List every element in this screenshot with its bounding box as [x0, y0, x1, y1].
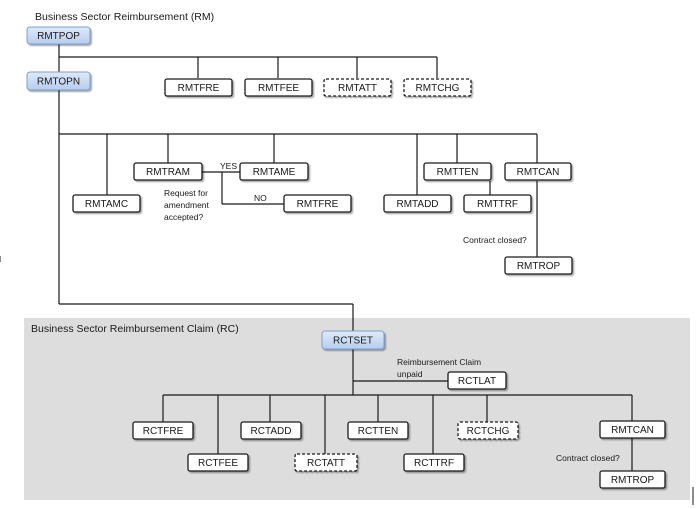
node-label: RCTFRE	[143, 426, 184, 437]
node-box	[187, 453, 249, 472]
contract-closed-label-bot: Contract closed?	[556, 453, 620, 463]
node-rmtfre-mid: RMTFRE	[283, 194, 352, 213]
node-box	[504, 162, 572, 181]
node-rctchg: RCTCHG	[457, 421, 519, 440]
node-rmtchg: RMTCHG	[403, 78, 472, 97]
node-label: RMTADD	[396, 199, 438, 210]
node-label: RCTATT	[307, 458, 345, 469]
request-label-line2: amendment	[164, 200, 210, 210]
node-rmtcan-bot: RMTCAN	[599, 420, 666, 439]
node-label: RCTTEN	[358, 426, 399, 437]
node-rmttrf: RMTTRF	[463, 194, 532, 213]
node-rmtpop: RMTPOP	[26, 26, 91, 45]
node-label: RCTSET	[333, 336, 373, 347]
node-rctten: RCTTEN	[347, 421, 409, 440]
yes-label: YES	[220, 161, 237, 171]
node-box	[294, 453, 358, 472]
node-label: RMTROP	[611, 475, 655, 486]
rc-section-title: Business Sector Reimbursement Claim (RC)	[31, 323, 239, 335]
node-rctlat: RCTLAT	[447, 371, 507, 390]
node-box	[504, 256, 573, 275]
node-box	[447, 371, 507, 390]
node-label: RMTFEE	[258, 83, 299, 94]
node-rmtten: RMTTEN	[423, 162, 492, 181]
node-box	[26, 26, 91, 45]
node-box	[321, 330, 385, 350]
node-rmtfre-top: RMTFRE	[164, 78, 233, 97]
node-box	[383, 194, 452, 213]
node-label: RCTFEE	[198, 458, 238, 469]
node-box	[132, 421, 194, 440]
node-label: RCTADD	[251, 426, 292, 437]
connector-lines	[58, 44, 633, 471]
claim-unpaid-label-line1: Reimbursement Claim	[397, 357, 481, 367]
node-box	[599, 470, 666, 489]
node-rmtrop-bot: RMTROP	[599, 470, 666, 489]
node-box	[403, 78, 472, 97]
node-label: RMTATT	[338, 83, 377, 94]
no-label: NO	[254, 193, 267, 203]
node-label: RCTCHG	[467, 426, 510, 437]
node-box	[240, 421, 302, 440]
node-rmtadd: RMTADD	[383, 194, 452, 213]
node-rmtram: RMTRAM	[133, 162, 203, 181]
node-rmtcan-top: RMTCAN	[504, 162, 572, 181]
node-label: RMTROP	[517, 261, 561, 272]
node-label: RMTTEN	[437, 167, 479, 178]
rm-section-title: Business Sector Reimbursement (RM)	[35, 11, 214, 23]
node-box	[283, 194, 352, 213]
node-label: RMTPOP	[37, 31, 80, 42]
node-box	[239, 162, 309, 181]
node-rctatt: RCTATT	[294, 453, 358, 472]
node-box	[26, 71, 91, 91]
claim-unpaid-label-line2: unpaid	[397, 369, 423, 379]
node-layer: RMTPOP RMTOPN RMTFRE RMTFEE RMTATT RMTCHG RMTA…	[26, 26, 666, 489]
node-rmtame: RMTAME	[239, 162, 309, 181]
node-box	[403, 453, 465, 472]
node-label: RCTTRF	[414, 458, 454, 469]
node-box	[323, 78, 392, 97]
node-label: RMTTRF	[477, 199, 518, 210]
node-label: RCTLAT	[458, 376, 496, 387]
node-rmtamc: RMTAMC	[72, 194, 141, 213]
node-box	[457, 421, 519, 440]
node-box	[133, 162, 203, 181]
node-box	[164, 78, 233, 97]
node-rctadd: RCTADD	[240, 421, 302, 440]
node-label: RMTCAN	[611, 425, 654, 436]
node-label: RMTOPN	[37, 77, 80, 88]
request-label-line3: accepted?	[164, 212, 203, 222]
node-label: RMTCHG	[416, 83, 460, 94]
node-box	[347, 421, 409, 440]
node-rctfre: RCTFRE	[132, 421, 194, 440]
node-rmtatt: RMTATT	[323, 78, 392, 97]
node-rmtrop-top: RMTROP	[504, 256, 573, 275]
request-label-line1: Request for	[164, 188, 208, 198]
node-label: RMTFRE	[297, 199, 339, 210]
node-box	[244, 78, 313, 97]
node-label: RMTCAN	[517, 167, 560, 178]
node-rmtopn: RMTOPN	[26, 71, 91, 91]
node-label: RMTAMC	[85, 199, 128, 210]
node-rcttrf: RCTTRF	[403, 453, 465, 472]
node-rctset: RCTSET	[321, 330, 385, 350]
node-label: RMTFRE	[178, 83, 220, 94]
node-box	[463, 194, 532, 213]
node-rctfee: RCTFEE	[187, 453, 249, 472]
contract-closed-label-top: Contract closed?	[463, 235, 527, 245]
node-box	[599, 420, 666, 439]
node-rmtfee: RMTFEE	[244, 78, 313, 97]
node-box	[72, 194, 141, 213]
node-label: RMTAME	[253, 167, 296, 178]
node-box	[423, 162, 492, 181]
node-label: RMTRAM	[146, 167, 190, 178]
